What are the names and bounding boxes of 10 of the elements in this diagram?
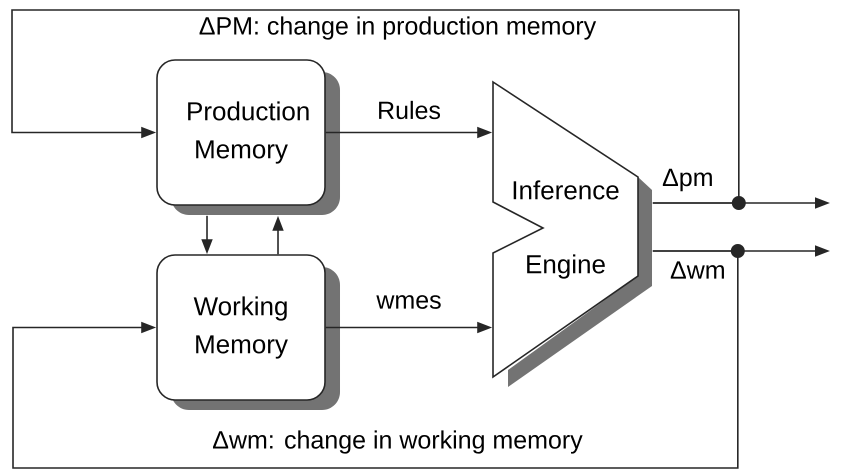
edge-label: ΔPM: change in production memory <box>198 15 598 41</box>
process-box: Production Memory <box>156 59 340 215</box>
process-box: Working Memory <box>156 254 340 410</box>
edge-label: Δwm <box>669 260 727 280</box>
edge-label: Rules <box>376 100 442 120</box>
edge-label: Δpm <box>661 168 715 192</box>
arrow <box>12 244 745 469</box>
arrow <box>11 9 746 210</box>
edge-label: Δwm: change in working memory <box>211 429 584 455</box>
edge-label: wmes <box>375 294 443 310</box>
